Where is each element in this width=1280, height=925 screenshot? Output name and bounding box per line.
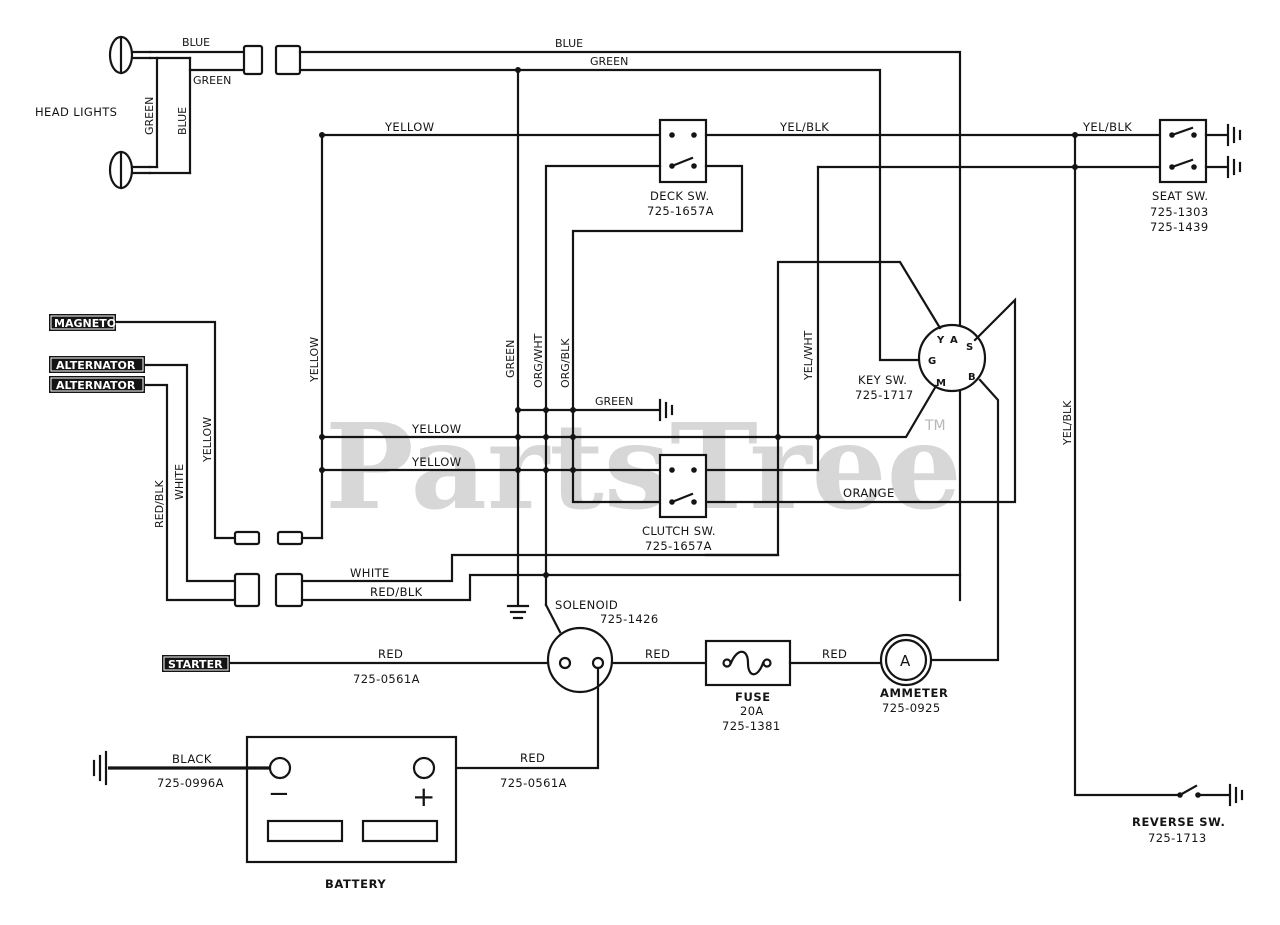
fuse: FUSE 20A 725-1381 [704,639,792,733]
ammeter-name: AMMETER [880,686,948,700]
wire-label-red-battery-part: 725-0561A [500,776,567,790]
wire-label-red-battery: RED [520,751,545,765]
solenoid-part: 725-1426 [600,612,659,626]
key-pin-m: M [936,378,946,389]
wire-label-black-part: 725-0996A [157,776,224,790]
seat-switch-part-2: 725-1439 [1150,220,1209,234]
headlight-bottom-icon [108,150,152,190]
wire-label-blue-head: BLUE [182,36,210,49]
wire-label-yelblk-vert: YEL/BLK [1061,400,1074,446]
watermark: PartsTree TM [325,397,962,536]
ground-icon [92,750,108,786]
reverse-switch-name: REVERSE SW. [1132,815,1225,829]
key-switch: Y A S G M B KEY SW. 725-1717 [855,323,987,402]
ground-icon [658,398,674,422]
fuse-name: FUSE [735,690,771,704]
fuse-part: 725-1381 [722,719,781,733]
alternator-2-label: ALTERNATOR [56,379,136,392]
ammeter: A AMMETER 725-0925 [879,633,948,715]
magneto-label: MAGNETO [54,317,116,330]
solenoid: SOLENOID 725-1426 [546,598,659,694]
key-pin-b: B [968,372,976,383]
clutch-switch-part: 725-1657A [645,539,712,553]
key-switch-name: KEY SW. [858,373,907,387]
clutch-switch: CLUTCH SW. 725-1657A [642,453,716,553]
headlights-label: HEAD LIGHTS [35,105,117,119]
wire-label-black: BLACK [172,752,212,766]
wire-label-yellow-1: YELLOW [411,422,462,436]
alternator-connector-left [233,572,261,608]
battery-minus: − [268,779,290,809]
seat-switch-part-1: 725-1303 [1150,205,1209,219]
key-pin-y: Y [936,335,945,346]
starter: STARTER [162,655,230,672]
battery: − + BATTERY [245,735,458,891]
wire-label-green-mid: GREEN [504,340,517,378]
headlight-top-icon [108,35,152,75]
starter-label: STARTER [168,658,223,671]
wire-label-red-ammeter: RED [822,647,847,661]
ammeter-symbol: A [900,652,911,670]
wire-label-green-top: GREEN [590,55,628,68]
wire-label-orgwht: ORG/WHT [532,333,545,388]
battery-name: BATTERY [325,877,386,891]
headlight-connector-left [242,44,264,76]
wire-label-yellow-2: YELLOW [411,455,462,469]
wire-label-yellow-vert: YELLOW [308,337,321,383]
wire-label-red-fuse: RED [645,647,670,661]
ground-icon [506,604,530,620]
ammeter-part: 725-0925 [882,701,941,715]
seat-switch-name: SEAT SW. [1152,189,1208,203]
solenoid-name: SOLENOID [555,598,618,612]
wire-label-blue-vert: BLUE [176,107,189,135]
wire-label-red-starter: RED [378,647,403,661]
wire-label-yelwht: YEL/WHT [802,330,815,381]
magneto-connector-right [276,530,304,546]
wire-label-yellow-alt: YELLOW [201,417,214,463]
ground-icon [1228,783,1244,807]
wire-label-white-vert: WHITE [173,464,186,500]
wire-label-yelblk-2: YEL/BLK [1082,120,1132,134]
wire-label-green-vert: GREEN [143,97,156,135]
reverse-switch: REVERSE SW. 725-1713 [1132,783,1244,845]
wire-label-green-ground: GREEN [595,395,633,408]
ground-icon [1226,123,1242,179]
headlight-connector-right [274,44,302,76]
clutch-switch-name: CLUTCH SW. [642,524,716,538]
wire-label-orange: ORANGE [843,486,895,500]
wire-label-redblk-low: RED/BLK [370,585,423,599]
wire-label-red-starter-part: 725-0561A [353,672,420,686]
alternator-connector-right [274,572,304,608]
headlights: HEAD LIGHTS [35,35,152,190]
reverse-switch-part: 725-1713 [1148,831,1207,845]
key-pin-g: G [928,356,936,367]
magneto: MAGNETO [49,314,116,331]
deck-switch-name: DECK SW. [650,189,710,203]
deck-switch: DECK SW. 725-1657A [647,118,714,218]
wire-label-white-low: WHITE [350,566,390,580]
wire-label-yellow-top: YELLOW [384,120,435,134]
key-pin-s: S [966,342,973,353]
key-switch-part: 725-1717 [855,388,914,402]
deck-switch-part: 725-1657A [647,204,714,218]
fuse-rating: 20A [740,704,764,718]
wire-label-redblk-vert: RED/BLK [153,480,166,528]
wire-label-yelblk-1: YEL/BLK [779,120,829,134]
alternator-2: ALTERNATOR [49,376,145,393]
alternator-1-label: ALTERNATOR [56,359,136,372]
wire-label-blue-top: BLUE [555,37,583,50]
alternator-1: ALTERNATOR [49,356,145,373]
wire-label-orgblk: ORG/BLK [559,338,572,388]
seat-switch: SEAT SW. 725-1303 725-1439 [1150,118,1242,234]
wire-label-green-head: GREEN [193,74,231,87]
battery-plus: + [412,780,436,813]
watermark-text: PartsTree [325,397,962,536]
magneto-connector-left [233,530,261,546]
watermark-tm: TM [924,418,946,434]
key-pin-a: A [950,335,958,346]
